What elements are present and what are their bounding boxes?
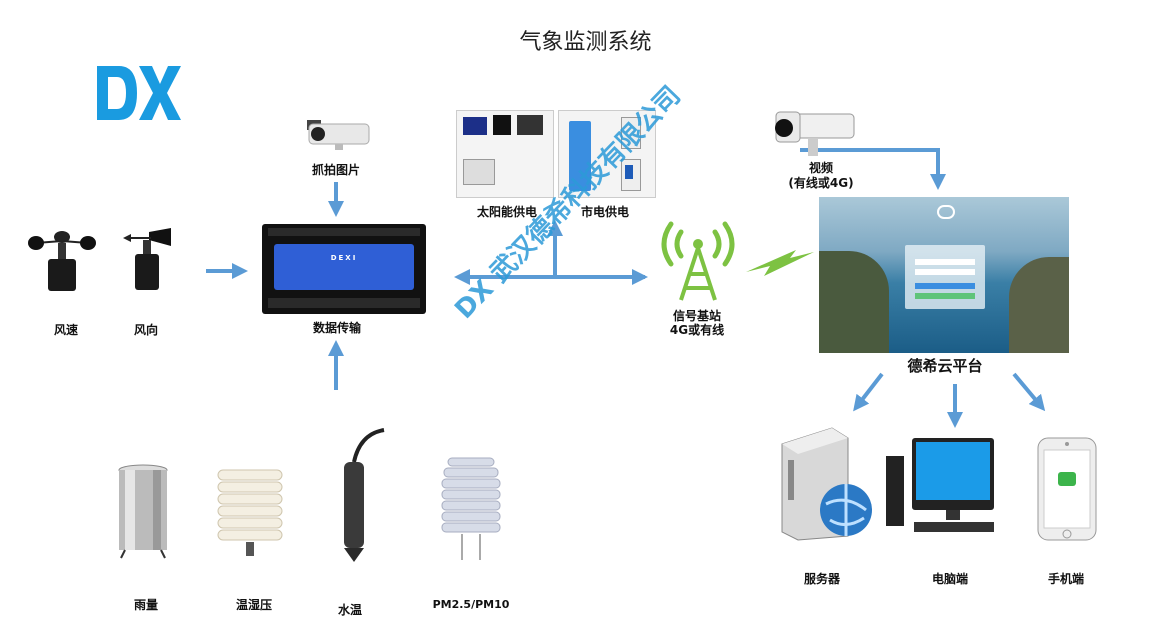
signal-lightning	[746, 250, 814, 276]
signal-tower-icon	[661, 221, 735, 301]
label-pc: 电脑端	[931, 572, 968, 586]
server-icon	[781, 427, 872, 541]
label-capture: 抓拍图片	[311, 163, 360, 177]
label-signal-station: 信号基站 4G或有线	[652, 309, 742, 337]
arrow-platform-to-server	[853, 372, 884, 412]
arrow-video-to-platform	[800, 148, 946, 190]
label-water-temp: 水温	[337, 603, 362, 617]
platform-screenshot	[819, 197, 1069, 353]
video-camera-icon	[775, 111, 855, 156]
data-transmission-device: DEXI	[262, 224, 426, 314]
label-video: 视频 (有线或4G)	[776, 161, 866, 191]
device-brand: DEXI	[330, 254, 358, 262]
label-solar-power: 太阳能供电	[476, 205, 537, 219]
dx-logo	[97, 66, 181, 120]
label-rain: 雨量	[133, 598, 158, 612]
label-pm: PM2.5/PM10	[432, 598, 510, 611]
label-server: 服务器	[803, 572, 840, 586]
label-mains-power: 市电供电	[580, 205, 629, 219]
water-temp-probe-icon	[344, 428, 385, 562]
label-video-line1: 视频	[808, 161, 833, 175]
mains-power-photo	[558, 110, 656, 198]
rain-gauge-icon	[118, 464, 168, 559]
mobile-icon	[1037, 437, 1097, 541]
label-signal-station-line1: 信号基站	[672, 309, 721, 323]
solar-power-photo	[456, 110, 554, 198]
label-mobile: 手机端	[1047, 572, 1084, 586]
label-signal-station-line2: 4G或有线	[669, 323, 725, 337]
camera-icon	[307, 120, 370, 150]
label-wind-speed: 风速	[53, 323, 78, 337]
label-temp-humidity: 温湿压	[235, 598, 272, 612]
arrow-platform-to-mobile	[1012, 372, 1046, 412]
anemometer-icon	[28, 231, 96, 291]
label-platform: 德希云平台	[907, 357, 983, 375]
pc-icon	[886, 438, 994, 532]
label-data-transmission: 数据传输	[312, 321, 361, 335]
label-wind-direction: 风向	[133, 323, 158, 337]
wind-vane-icon	[123, 228, 171, 290]
temp-humidity-shield-icon	[217, 469, 283, 556]
pm-sensor-icon	[441, 457, 501, 560]
page-title: 气象监测系统	[519, 30, 652, 55]
label-video-line2: (有线或4G)	[788, 176, 854, 190]
